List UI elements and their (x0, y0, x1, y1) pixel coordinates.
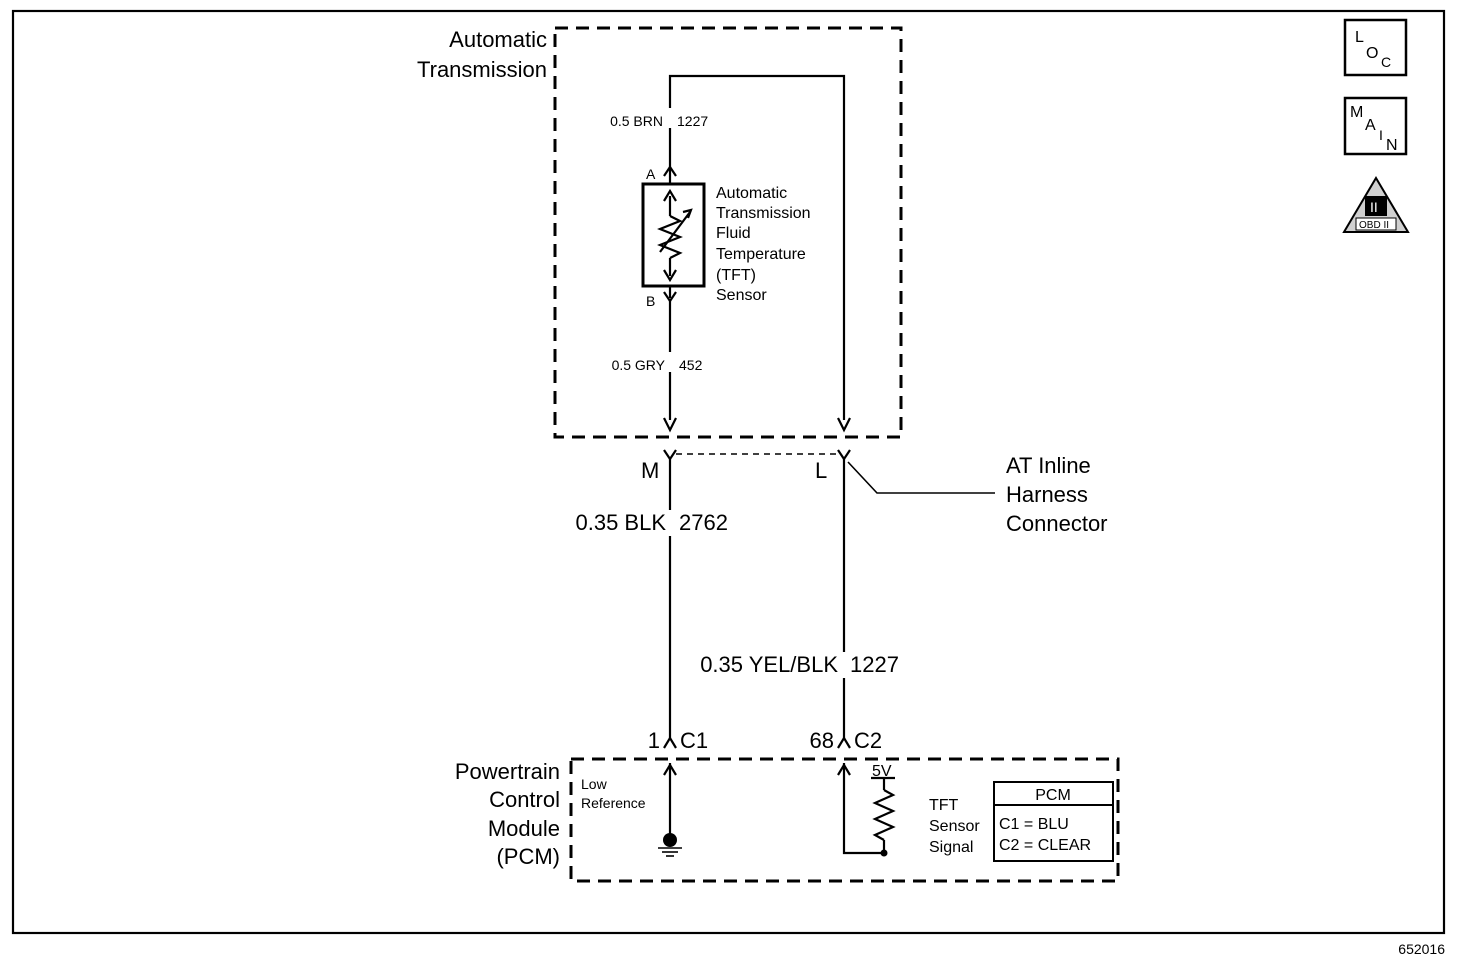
right-wire-gauge-color: 0.35 YEL/BLK (700, 652, 838, 677)
connector-m-marker (663, 449, 677, 461)
pin-b-label: B (646, 293, 655, 309)
pull-up-resistor (872, 789, 896, 841)
main-icon-letter-i: I (1379, 127, 1383, 143)
reference-voltage-label: 5V (872, 763, 892, 780)
pcm-label-2: Control (489, 787, 560, 812)
main-icon-letter-n: N (1386, 137, 1398, 154)
low-reference-label-2: Reference (581, 795, 646, 811)
page-frame (11, 9, 1446, 935)
wire-bottom-circuit: 452 (679, 357, 703, 373)
pcm-pin-1: 1 (648, 728, 660, 753)
pcm-connector-c1: C1 (680, 728, 708, 753)
arrow-m-pin (663, 417, 677, 433)
pcm-c2-marker (837, 735, 851, 749)
tft-signal-label-1: TFT (929, 797, 959, 814)
ground-node (663, 833, 677, 847)
transmission-boundary (553, 26, 903, 439)
tft-sensor-body (641, 182, 706, 288)
arrow-l-pin (837, 417, 851, 433)
thermistor-zigzag (657, 215, 683, 259)
inline-connector-leader (847, 461, 995, 494)
main-icon-letter-m: M (1350, 104, 1363, 121)
loc-icon[interactable]: L O C (1343, 18, 1408, 77)
main-icon-letter-a: A (1365, 117, 1376, 134)
pin-b-marker (663, 291, 677, 303)
tft-signal-label-2: Sensor (929, 818, 980, 835)
left-wire-gauge-color: 0.35 BLK (575, 510, 666, 535)
wire-bottom-gauge-color: 0.5 GRY (612, 357, 666, 373)
legend-c1: C1 = BLU (999, 816, 1069, 833)
inline-connector-label-3: Connector (1006, 511, 1108, 536)
right-wire-circuit: 1227 (850, 652, 899, 677)
pcm-label-1: Powertrain (455, 759, 560, 784)
tft-sensor-label-3: Fluid (716, 225, 751, 242)
legend-c2: C2 = CLEAR (999, 837, 1091, 854)
transmission-label-line1: Automatic (449, 27, 547, 52)
loc-icon-letter-o: O (1366, 45, 1378, 62)
low-reference-label-1: Low (581, 776, 608, 792)
connector-l-marker (837, 449, 851, 461)
pcm-boundary (569, 757, 1120, 883)
pcm-connector-c2: C2 (854, 728, 882, 753)
pin-a-marker (663, 165, 677, 177)
pin-a-label: A (646, 166, 656, 182)
ground-icon (658, 847, 682, 857)
pcm-connector-legend: PCM C1 = BLU C2 = CLEAR (993, 781, 1114, 862)
diagram-number: 652016 (1398, 941, 1445, 957)
pcm-pin-68: 68 (810, 728, 834, 753)
obd-ii-icon[interactable]: II OBD II (1342, 176, 1410, 233)
variable-resistor-arrow (659, 211, 691, 253)
tft-signal-label-3: Signal (929, 839, 973, 856)
tft-sensor-label-6: Sensor (716, 287, 767, 304)
tft-sensor: A B (641, 165, 706, 309)
wire-top-circuit: 1227 (677, 113, 708, 129)
tft-sensor-label-2: Transmission (716, 205, 811, 222)
tft-sensor-label-1: Automatic (716, 185, 787, 202)
main-icon[interactable]: M A I N (1343, 96, 1408, 156)
legend-title: PCM (1035, 787, 1071, 804)
inline-connector-label-2: Harness (1006, 482, 1088, 507)
tft-sensor-label-4: Temperature (716, 246, 806, 263)
loc-icon-letter-l: L (1355, 29, 1364, 46)
transmission-label-line2: Transmission (417, 57, 547, 82)
loc-icon-letter-c: C (1381, 54, 1391, 70)
obd-label: OBD II (1359, 220, 1389, 231)
obd-roman-numeral: II (1370, 199, 1378, 215)
connector-pin-l: L (815, 458, 827, 483)
tft-signal-wire (842, 763, 884, 855)
pcm-label-4: (PCM) (496, 844, 560, 869)
wire-top-gauge-color: 0.5 BRN (610, 113, 663, 129)
left-wire-circuit: 2762 (679, 510, 728, 535)
pcm-c1-marker (663, 735, 677, 749)
connector-pin-m: M (641, 458, 659, 483)
pcm-label-3: Module (488, 816, 560, 841)
tft-sensor-label-5: (TFT) (716, 267, 756, 284)
inline-connector-label-1: AT Inline (1006, 453, 1091, 478)
